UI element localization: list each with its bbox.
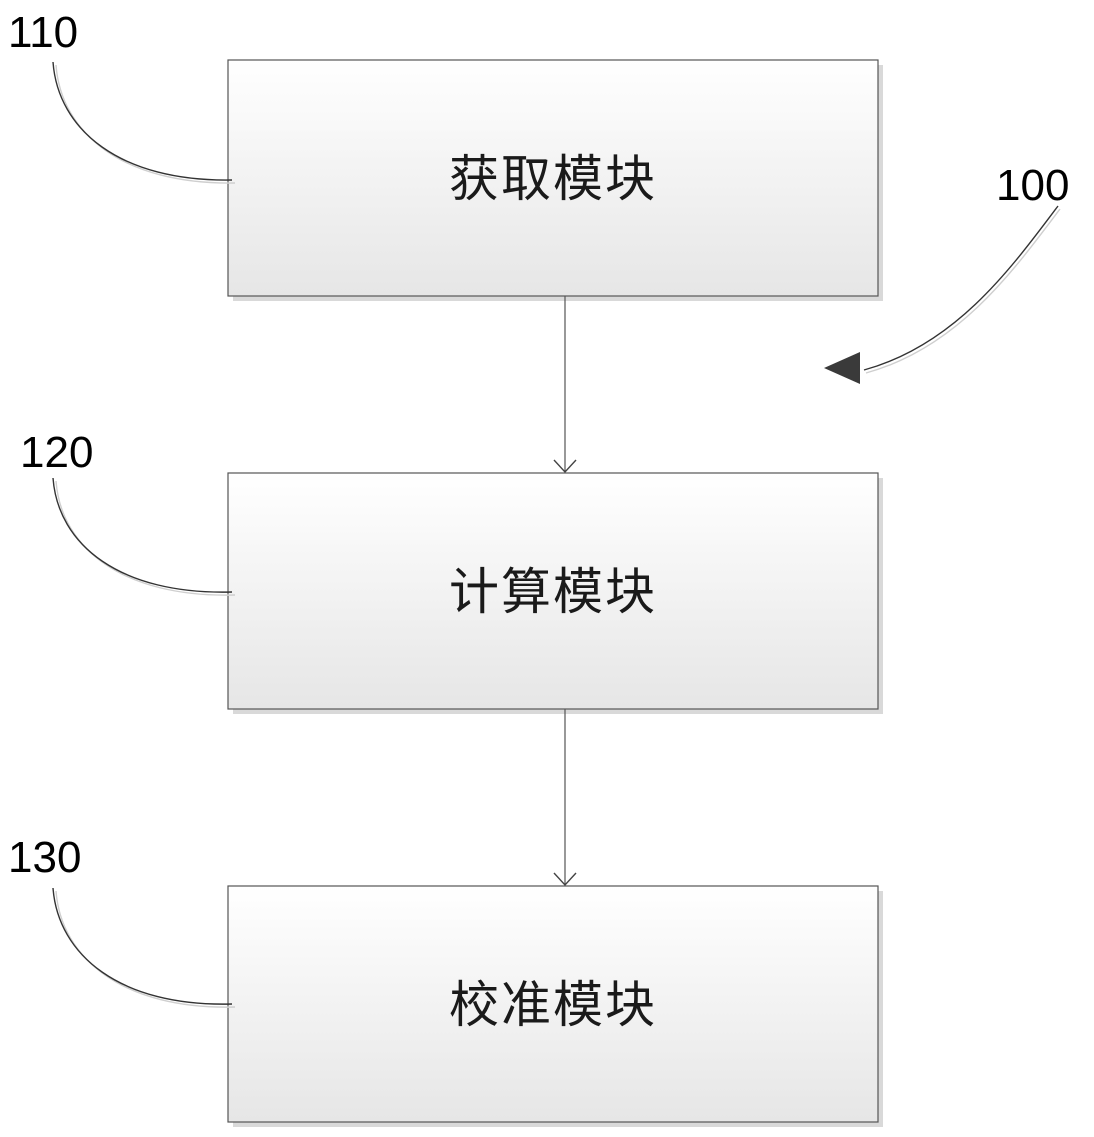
connector-110-120 bbox=[554, 296, 576, 472]
overall-pointer-line bbox=[864, 206, 1058, 370]
leader-shadow bbox=[56, 481, 235, 595]
module-label: 校准模块 bbox=[449, 976, 657, 1034]
overall-ref-label: 100 bbox=[996, 161, 1069, 210]
leader-line bbox=[53, 888, 232, 1004]
module-120: 计算模块 120 bbox=[20, 428, 883, 714]
module-ref-label: 120 bbox=[20, 428, 93, 477]
module-label: 获取模块 bbox=[449, 150, 657, 208]
module-ref-label: 130 bbox=[8, 833, 81, 882]
leader-shadow bbox=[56, 891, 235, 1007]
overall-pointer-shadow bbox=[866, 209, 1060, 373]
leader-shadow bbox=[56, 65, 235, 183]
leader-line bbox=[53, 62, 232, 180]
module-ref-label: 110 bbox=[8, 8, 78, 57]
module-label: 计算模块 bbox=[449, 563, 657, 621]
module-130: 校准模块 130 bbox=[8, 833, 883, 1127]
leader-line bbox=[53, 478, 232, 592]
module-110: 获取模块 110 bbox=[8, 8, 883, 301]
overall-pointer-arrowhead bbox=[824, 352, 860, 384]
connector-120-130 bbox=[554, 709, 576, 885]
